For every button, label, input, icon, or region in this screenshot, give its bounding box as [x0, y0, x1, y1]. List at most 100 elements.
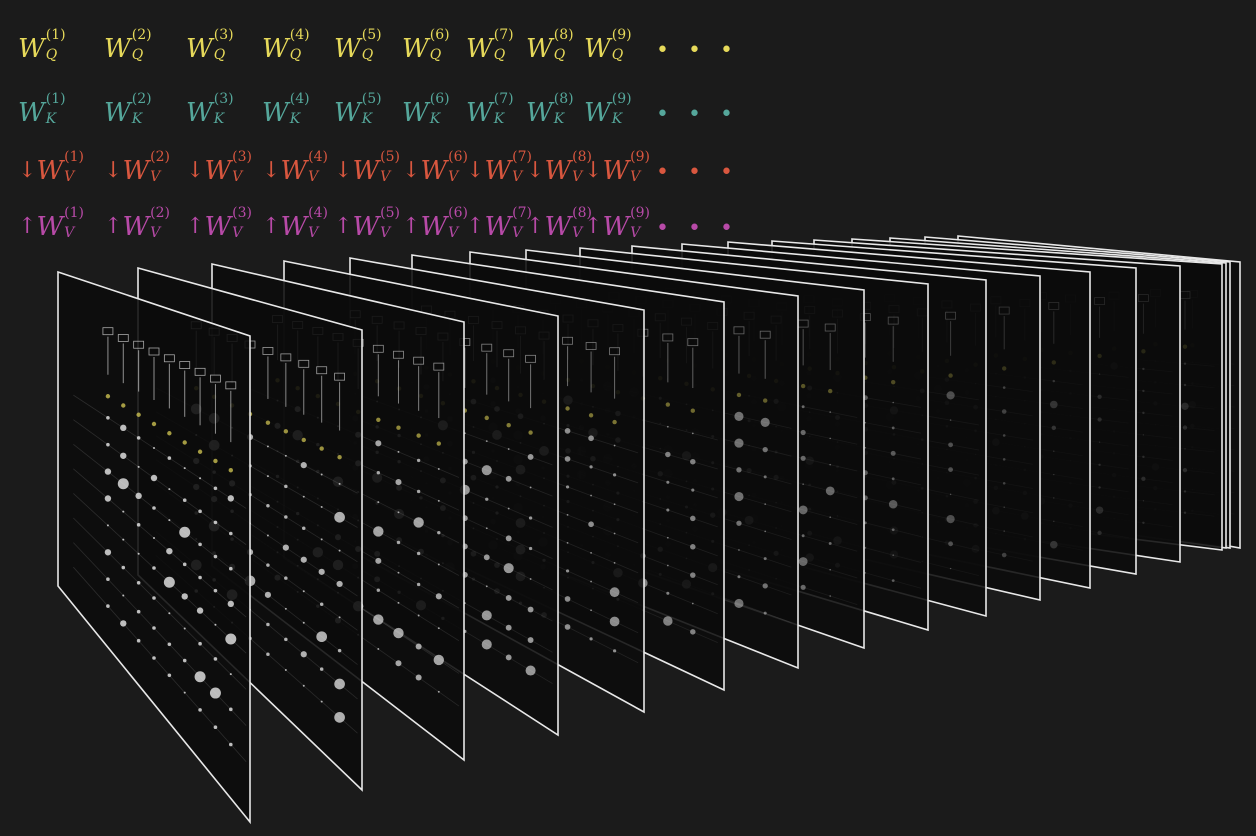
attention-dot: [416, 582, 421, 587]
up-arrow-icon: ↑: [18, 214, 37, 239]
head-index: (3): [232, 149, 253, 165]
index-stack: (7)V: [512, 150, 532, 184]
attention-dot: [395, 660, 402, 667]
query-vector: [213, 458, 218, 464]
attention-dot: [415, 674, 422, 681]
matrix-subscript: V: [64, 225, 75, 241]
ellipsis: • • •: [656, 216, 739, 241]
weight-term: ↑W(3)V: [186, 206, 262, 242]
attention-dot: [104, 495, 112, 502]
attention-dot: [948, 467, 953, 472]
index-stack: (6)V: [448, 206, 468, 240]
attention-dot: [437, 627, 440, 630]
matrix-subscript: V: [512, 225, 523, 241]
attention-dot: [302, 590, 305, 593]
attention-dot: [338, 616, 341, 619]
index-stack: (8)K: [554, 92, 574, 126]
head-index: (2): [131, 91, 152, 107]
attention-dot: [137, 465, 140, 468]
weight-symbol: W: [602, 212, 630, 242]
query-vector: [1051, 360, 1057, 365]
head-index: (3): [213, 91, 234, 107]
attention-dot: [316, 631, 328, 643]
token-box: [662, 333, 674, 342]
index-stack: (1)V: [64, 206, 84, 240]
up-arrow-icon: ↑: [186, 214, 205, 239]
token-box: [481, 343, 493, 352]
attention-dot: [734, 598, 744, 609]
weight-term: ↓W(7)V: [466, 150, 532, 186]
attention-dot: [106, 415, 110, 420]
attention-dot: [527, 637, 534, 643]
index-stack: (4)V: [308, 150, 328, 184]
attention-dot: [397, 571, 400, 574]
attention-dot: [764, 503, 767, 505]
attention-dot: [589, 465, 593, 469]
query-vector: [588, 413, 594, 418]
attention-dot: [1183, 511, 1187, 514]
query-vector: [828, 388, 833, 394]
attention-dot: [525, 665, 536, 676]
attention-dot: [376, 588, 381, 592]
attention-dot: [135, 492, 142, 500]
head-index: (5): [361, 27, 382, 43]
attention-dot: [663, 616, 673, 626]
attention-dot: [1098, 373, 1101, 375]
query-vector: [763, 398, 768, 403]
grid-row-line: [73, 566, 247, 763]
weight-symbol: W: [420, 156, 448, 186]
attention-dot: [891, 426, 895, 430]
attention-dot: [528, 546, 533, 551]
token-box: [280, 353, 292, 362]
token-box: [945, 311, 956, 320]
attention-dot: [891, 528, 895, 532]
attention-dot: [120, 452, 127, 459]
ellipsis: • • •: [656, 102, 739, 127]
attention-dot: [338, 482, 341, 485]
attention-dot: [122, 510, 125, 513]
query-vector: [436, 441, 441, 446]
attention-dot: [377, 648, 380, 650]
attention-dot: [152, 656, 156, 660]
attention-dot: [666, 508, 670, 512]
attention-dot: [485, 497, 489, 501]
index-stack: (6)V: [448, 150, 468, 184]
attention-dot: [284, 454, 287, 457]
weight-term: ↓W(6)V: [402, 150, 468, 186]
weight-term: W(4)Q: [262, 28, 334, 64]
grid-row-line: [73, 468, 247, 618]
weight-term: ↓W(5)V: [334, 150, 402, 186]
attention-dot: [666, 425, 669, 428]
attention-dot: [153, 537, 155, 539]
query-vector: [283, 429, 289, 434]
query-vector: [121, 403, 126, 408]
weight-symbol: W: [18, 34, 45, 64]
attention-dot: [566, 514, 569, 516]
down-arrow-icon: ↓: [104, 158, 123, 183]
attention-dot: [1052, 379, 1056, 383]
attention-dot: [801, 534, 805, 538]
ellipsis: • • •: [656, 38, 739, 63]
index-stack: (2)Q: [132, 28, 152, 62]
head-index: (5): [380, 205, 401, 221]
attention-dot: [337, 648, 342, 653]
attention-dot: [690, 458, 696, 465]
matrix-subscript: V: [308, 169, 319, 185]
attention-dot: [505, 624, 512, 631]
query-vector: [1141, 349, 1146, 354]
attention-dot: [529, 578, 532, 580]
attention-dot: [566, 542, 569, 544]
attention-dot: [213, 520, 218, 525]
attention-dot: [167, 673, 172, 678]
attention-dot: [437, 530, 441, 535]
attention-dot: [413, 517, 424, 528]
up-arrow-icon: ↑: [104, 214, 123, 239]
attention-dot: [613, 532, 616, 535]
attention-dot: [121, 565, 126, 570]
attention-dot: [229, 742, 233, 747]
query-vector: [690, 408, 695, 413]
attention-dot: [396, 540, 401, 545]
weight-symbol: W: [104, 98, 131, 128]
attention-dot: [864, 421, 867, 424]
